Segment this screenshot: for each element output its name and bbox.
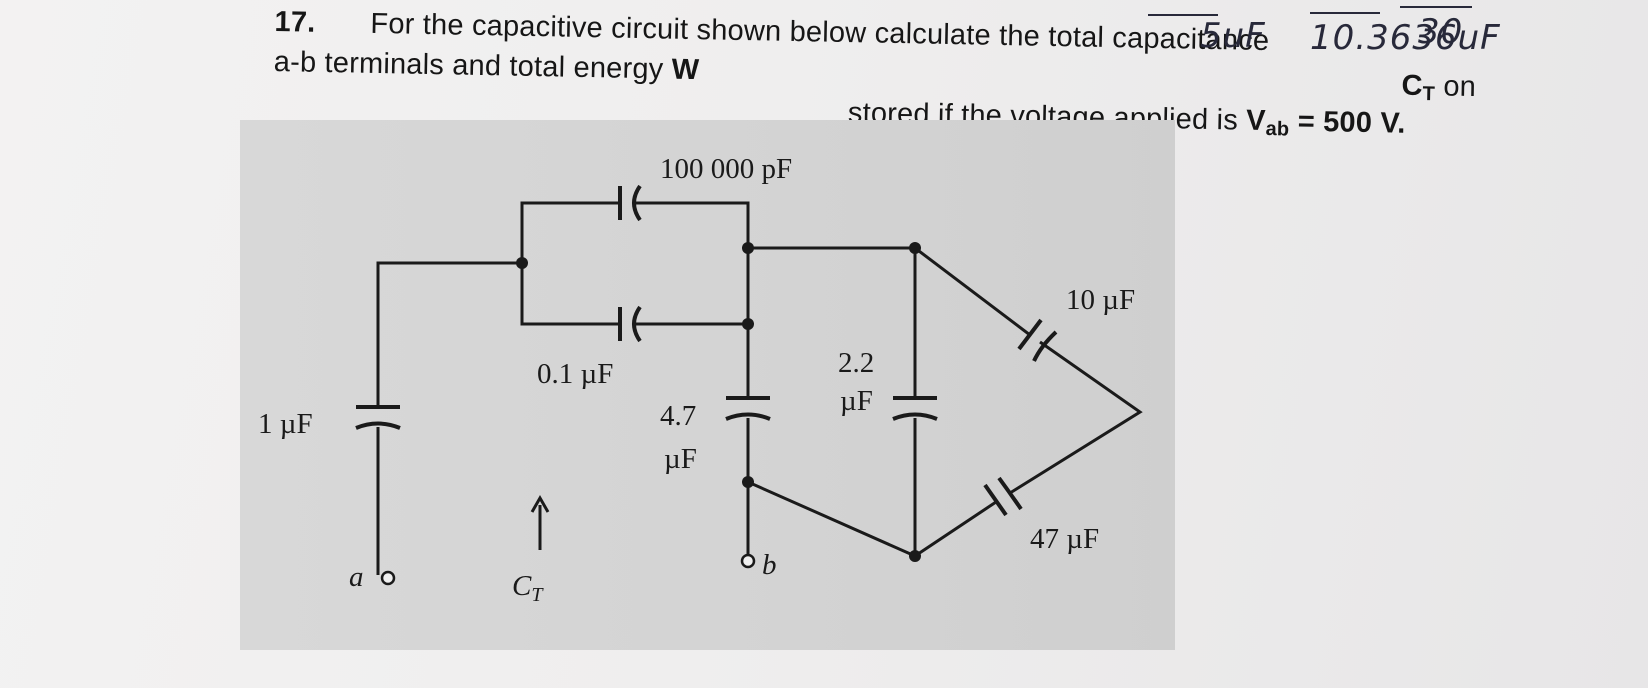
label-4-7uF-number: 4.7 [660,400,696,432]
terminal-b-circle [740,553,756,569]
capacitor-10uF [1017,318,1058,362]
label-100000pF: 100 000 pF [660,153,792,185]
handwriting-overline-3 [1400,6,1472,8]
handwriting-overline-1 [1148,14,1218,16]
wire-1uF-to-node [376,261,522,408]
capacitor-symbols [355,184,1058,517]
label-2-2uF-unit: µF [840,385,873,417]
capacitor-2-2uF [892,396,938,421]
capacitor-1uF [355,405,401,430]
wire-lower-diagonal [747,480,916,558]
capacitor-0-1uF [618,305,642,343]
terminal-a-circle [380,570,396,586]
label-1uF: 1 µF [258,408,313,440]
capacitor-100000pF [618,184,642,222]
circuit-wires [376,201,1143,575]
label-ct-letter: C [512,570,532,602]
junction-below-4-7uF [742,476,754,488]
junction-bottom-right [909,550,921,562]
handwriting-overline-2 [1310,12,1380,14]
label-ct-subscript: T [531,584,544,606]
label-0-1uF: 0.1 µF [537,358,613,390]
wire-node-to-100000pF [520,201,620,263]
junction-middle [742,318,754,330]
ct-arrow [530,494,550,550]
capacitor-4-7uF [725,396,771,421]
junction-dots [516,242,921,562]
label-2-2uF-number: 2.2 [838,347,874,379]
junction-left [516,257,528,269]
handwritten-note-30: 30 [1418,12,1464,52]
wire-10uF-to-47uF [1009,340,1143,495]
label-47uF: 47 µF [1030,523,1099,555]
label-terminal-b: b [762,549,777,581]
wire-node-to-0-1uF [520,263,620,326]
label-10uF: 10 µF [1066,284,1135,316]
terminals [380,553,756,586]
circuit-figure-background [240,120,1175,650]
handwritten-note-5uF: 5uF [1200,16,1266,56]
junction-top-right [909,242,921,254]
junction-top-middle [742,242,754,254]
handwritten-note-10-3636uF: 10.3636uF [1310,18,1501,58]
capacitor-47uF [983,476,1023,517]
label-terminal-a: a [349,561,364,593]
wire-47uF-to-bottom-node [914,500,997,558]
label-ct: CT [512,570,544,606]
wire-100000pF-right [636,201,750,248]
label-4-7uF-unit: µF [664,443,697,475]
wire-to-10uF [914,246,1031,337]
